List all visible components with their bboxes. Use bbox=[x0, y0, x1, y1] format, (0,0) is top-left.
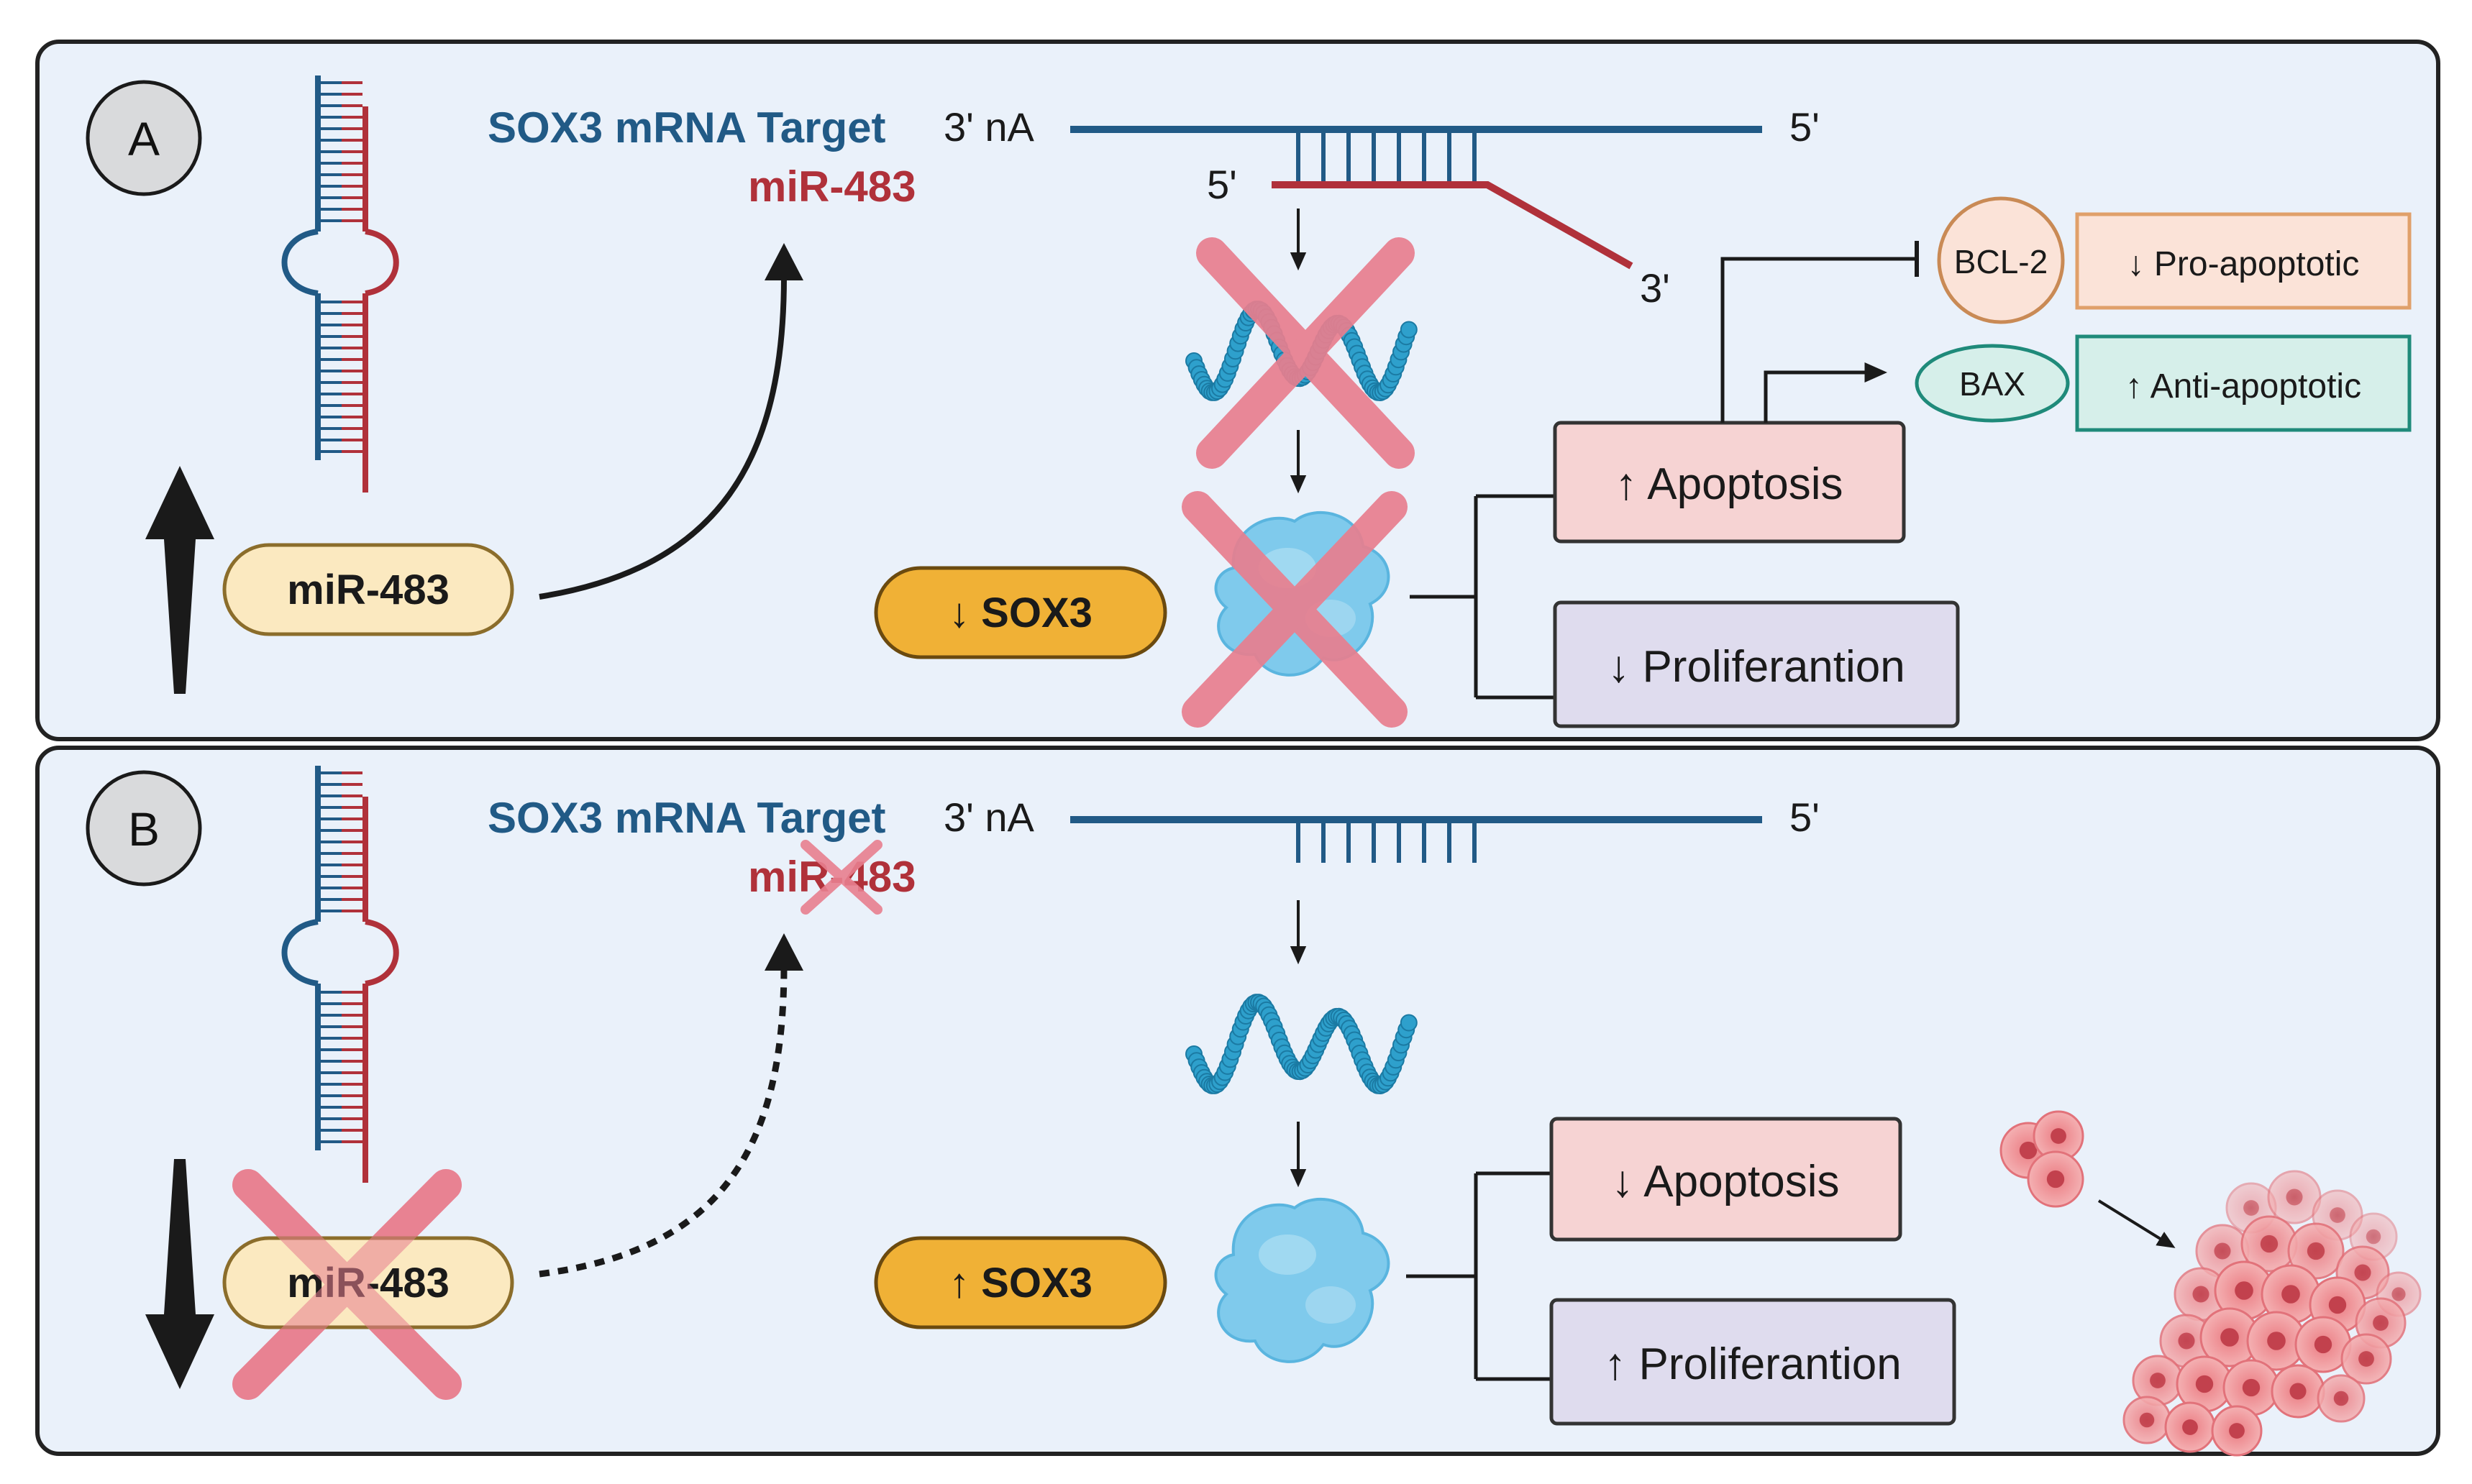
panel-a-proliferation-label: ↓ Proliferantion bbox=[1607, 642, 1905, 692]
panel-a-label-circle bbox=[86, 80, 202, 196]
panel-b-hairpin bbox=[281, 766, 399, 1183]
cell-nucleus bbox=[2235, 1281, 2253, 1300]
panel-a-apoptosis-box bbox=[1553, 421, 1906, 544]
cell-nucleus bbox=[2046, 1170, 2065, 1188]
hairpin-rungs bbox=[321, 81, 362, 453]
cell-nucleus bbox=[2373, 1315, 2389, 1331]
cell-nucleus bbox=[2195, 1375, 2214, 1393]
bax-node bbox=[1915, 344, 2070, 423]
cell-nucleus bbox=[2243, 1200, 2259, 1216]
cell-nucleus bbox=[2242, 1378, 2261, 1397]
cell-nucleus bbox=[2391, 1287, 2406, 1301]
panel-b-bead-chain bbox=[1185, 994, 1418, 1094]
panel-b-apoptosis-label: ↓ Apoptosis bbox=[1611, 1157, 1839, 1206]
panel-a-frame bbox=[35, 40, 2440, 741]
cell-nucleus bbox=[2286, 1188, 2303, 1206]
panel-a-mrna-5prime: 5' bbox=[1789, 104, 1820, 150]
panel-a-mirna-pill-label: miR-483 bbox=[287, 567, 450, 613]
panel-a: A miR-483 SOX3 mRNA Target miR-483 3' nA… bbox=[35, 40, 2440, 741]
panel-a-hairpin bbox=[281, 75, 399, 493]
cell-nucleus bbox=[2182, 1419, 2198, 1435]
panel-b-binding-rungs bbox=[1296, 820, 1477, 863]
cell-nucleus bbox=[2314, 1335, 2332, 1354]
cell-nucleus bbox=[2281, 1285, 2300, 1304]
bcl2-node bbox=[1937, 196, 2065, 324]
panel-a-apoptosis-label: ↑ Apoptosis bbox=[1615, 459, 1843, 509]
downregulation-arrow bbox=[145, 1159, 214, 1389]
cell-nucleus bbox=[2229, 1423, 2245, 1439]
panel-b-label: B bbox=[128, 802, 160, 856]
panel-b-mrna-5prime: 5' bbox=[1789, 794, 1820, 840]
pro-apoptotic-box bbox=[2075, 212, 2412, 310]
cell-nucleus bbox=[2220, 1328, 2239, 1347]
cell-nucleus bbox=[2307, 1242, 2325, 1260]
panel-a-target-label: SOX3 mRNA Target bbox=[488, 104, 885, 152]
hairpin-rungs bbox=[321, 771, 362, 1143]
panel-a-targeting-arrow bbox=[539, 276, 787, 600]
panel-a-bcl2-inhibition bbox=[1720, 257, 1917, 423]
panel-b: B miR-483 SOX3 mRNA Tar bbox=[35, 746, 2440, 1457]
panel-b-sox3-pill bbox=[874, 1236, 1167, 1329]
panel-b-mrna-3prime: 3' nA bbox=[944, 794, 1035, 840]
panel-b-apoptosis-box bbox=[1549, 1117, 1902, 1242]
panel-a-sox3-pill bbox=[874, 566, 1167, 659]
panel-b-mirna-label: miR-483 bbox=[748, 853, 916, 901]
panel-b-cross-overlay bbox=[232, 1169, 462, 1400]
panel-a-outcome-bracket bbox=[1410, 494, 1555, 700]
cell-nucleus bbox=[2267, 1332, 2286, 1350]
panel-a-cross-protein bbox=[1182, 491, 1408, 728]
panel-a-mir-5prime: 5' bbox=[1207, 162, 1237, 207]
cell-nucleus bbox=[2330, 1207, 2345, 1223]
bead bbox=[1400, 321, 1418, 339]
cell-nucleus bbox=[2289, 1383, 2307, 1400]
bead bbox=[1400, 1014, 1418, 1032]
panel-b-proliferation-label: ↑ Proliferantion bbox=[1604, 1339, 1902, 1389]
panel-a-binding-rungs bbox=[1296, 129, 1477, 185]
panel-b-label-circle bbox=[86, 770, 202, 887]
cell-nucleus bbox=[2260, 1235, 2279, 1253]
panel-b-mirna-label-cross bbox=[801, 840, 882, 915]
cell-nucleus bbox=[2358, 1351, 2374, 1367]
panel-a-mirna-pill bbox=[222, 543, 514, 636]
panel-a-label: A bbox=[128, 112, 160, 165]
panel-a-mrna-3prime: 3' nA bbox=[944, 104, 1035, 150]
cell-nucleus bbox=[2019, 1141, 2038, 1160]
panel-b-single-cells bbox=[1999, 1110, 2084, 1208]
panel-b-frame bbox=[35, 746, 2440, 1456]
bax-label: BAX bbox=[1959, 365, 2025, 403]
panel-a-sox3-pill-label: ↓ SOX3 bbox=[949, 590, 1093, 636]
cell-nucleus bbox=[2051, 1128, 2066, 1144]
panel-a-mirna-label: miR-483 bbox=[748, 162, 916, 211]
panel-b-tumor-cluster bbox=[2122, 1170, 2422, 1457]
cell-nucleus bbox=[2139, 1412, 2155, 1428]
panel-b-proliferation-box bbox=[1549, 1298, 1956, 1426]
cell-nucleus bbox=[2333, 1391, 2349, 1406]
bcl2-label: BCL-2 bbox=[1954, 243, 2048, 280]
panel-b-sox3-pill-label: ↑ SOX3 bbox=[949, 1260, 1093, 1306]
panel-b-outcome-bracket bbox=[1406, 1171, 1551, 1381]
cell-nucleus bbox=[2366, 1229, 2381, 1245]
cell-nucleus bbox=[2150, 1373, 2166, 1388]
cell-nucleus bbox=[2178, 1332, 2195, 1350]
panel-b-blocked-arrowhead bbox=[765, 933, 803, 971]
panel-a-mir-3prime: 3' bbox=[1640, 265, 1670, 311]
cell-nucleus bbox=[2192, 1286, 2209, 1303]
panel-b-tumor-growth-arrow bbox=[2097, 1199, 2176, 1248]
anti-apoptotic-label: ↑ Anti-apoptotic bbox=[2125, 367, 2361, 406]
panel-a-bax-activation bbox=[1764, 362, 1887, 423]
cell-nucleus bbox=[2354, 1264, 2371, 1281]
panel-b-target-label: SOX3 mRNA Target bbox=[488, 794, 885, 842]
panel-a-mirna-strand bbox=[1272, 181, 1633, 270]
panel-a-targeting-arrowhead bbox=[765, 243, 803, 280]
cell-nucleus bbox=[2328, 1296, 2347, 1314]
upregulation-arrow bbox=[145, 466, 214, 694]
cell-nucleus bbox=[2214, 1242, 2231, 1260]
anti-apoptotic-box bbox=[2075, 334, 2412, 432]
panel-a-proliferation-box bbox=[1553, 600, 1960, 728]
panel-a-cross-mrna bbox=[1196, 237, 1415, 469]
pro-apoptotic-label: ↓ Pro-apoptotic bbox=[2127, 245, 2360, 283]
panel-b-sox3-protein bbox=[1214, 1197, 1390, 1363]
